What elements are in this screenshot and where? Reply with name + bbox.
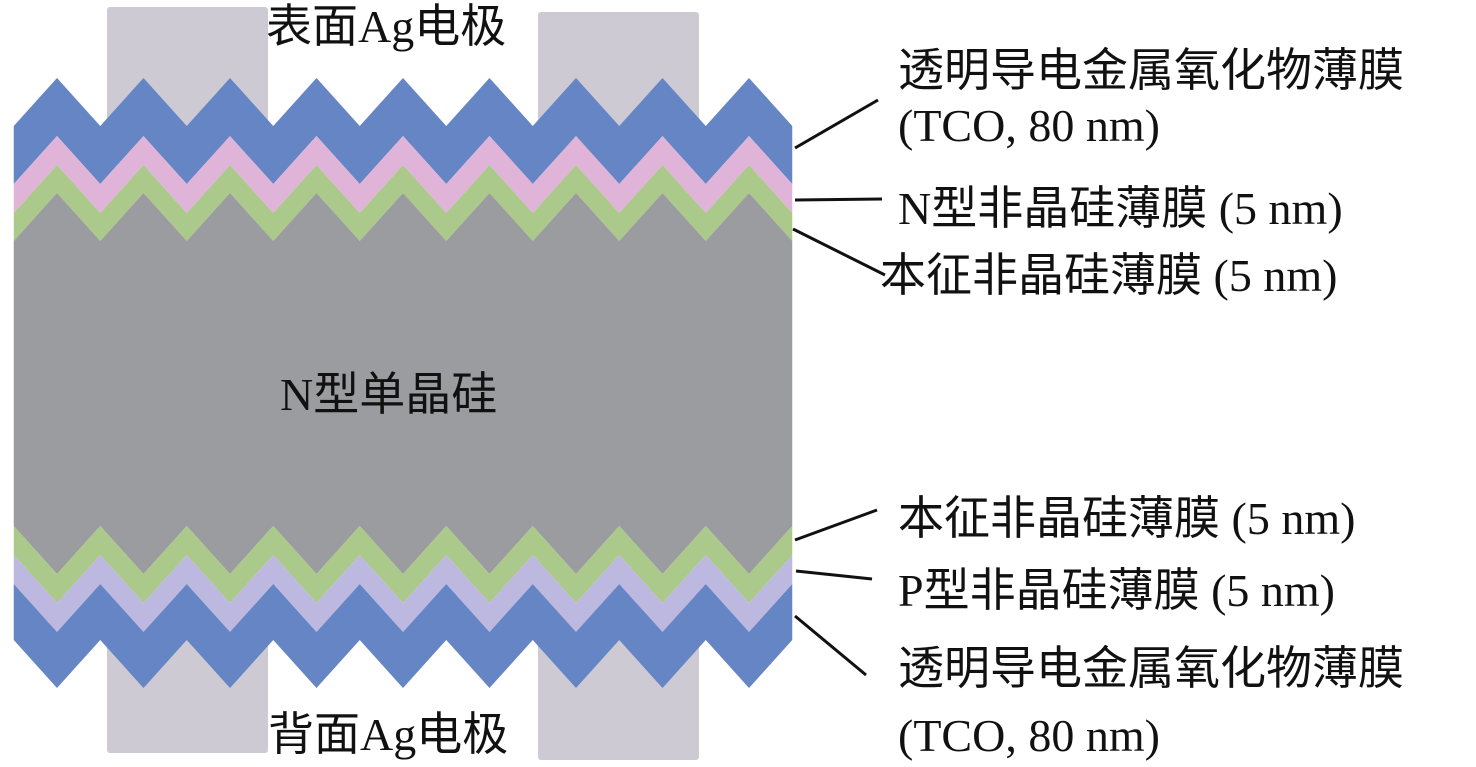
bottom-intrinsic-label: 本征非晶硅薄膜 (5 nm): [898, 493, 1356, 544]
substrate-label: N型单晶硅: [280, 369, 498, 420]
leader-line-3: [794, 508, 878, 542]
n-silicon-substrate: [13, 193, 793, 574]
leader-line-1: [794, 197, 883, 202]
bottom-intrinsic-layer: [13, 526, 793, 603]
p-amorphous-layer: [13, 555, 793, 632]
bottom-tco-layer: [13, 584, 793, 688]
leader-line-4: [795, 569, 873, 581]
bottom-tco-thickness: (TCO, 80 nm): [898, 710, 1160, 761]
n-amorphous-label: N型非晶硅薄膜 (5 nm): [898, 183, 1343, 234]
top-electrode-label: 表面Ag电极: [266, 1, 507, 52]
leader-line-0: [794, 98, 879, 150]
leader-line-5: [794, 614, 867, 677]
top-intrinsic-label: 本征非晶硅薄膜 (5 nm): [880, 250, 1338, 301]
leader-line-2: [792, 227, 886, 277]
bottom-tco-label: 透明导电金属氧化物薄膜: [898, 643, 1404, 694]
top-tco-layer: [13, 78, 793, 184]
p-amorphous-label: P型非晶硅薄膜 (5 nm): [898, 565, 1335, 616]
bottom-electrode-label: 背面Ag电极: [268, 709, 509, 760]
top-tco-label: 透明导电金属氧化物薄膜: [898, 45, 1404, 96]
n-amorphous-layer: [13, 136, 793, 213]
top-tco-thickness: (TCO, 80 nm): [898, 100, 1160, 151]
top-intrinsic-layer: [13, 165, 793, 241]
